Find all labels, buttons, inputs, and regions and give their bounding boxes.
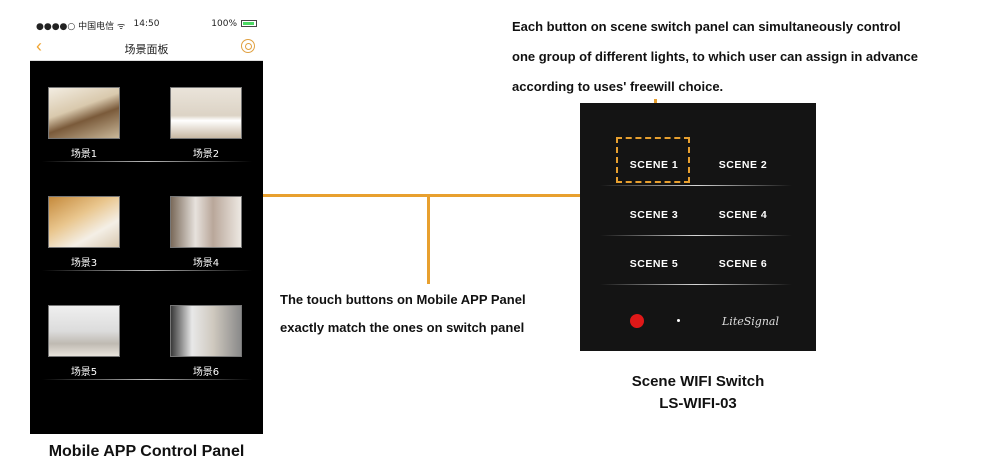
status-time: 14:50 bbox=[133, 19, 160, 29]
switch-divider bbox=[600, 284, 792, 285]
row-divider bbox=[42, 270, 252, 271]
scene-4-label: 场景4 bbox=[192, 258, 220, 269]
scene-2-label: 场景2 bbox=[192, 149, 220, 160]
scene-note-3: according to uses' freewill choice. bbox=[512, 79, 724, 94]
switch-divider bbox=[600, 235, 792, 236]
scene-4-image bbox=[170, 196, 242, 248]
match-annotation-1: The touch buttons on Mobile APP Panel bbox=[280, 292, 526, 307]
match-annotation-2: exactly match the ones on switch panel bbox=[280, 320, 525, 335]
page-title: 场景面板 bbox=[124, 43, 169, 56]
settings-icon[interactable] bbox=[241, 39, 255, 53]
switch-scene-4-button[interactable]: SCENE 4 bbox=[718, 209, 768, 221]
scene-1-label: 场景1 bbox=[70, 149, 98, 160]
scene1-highlight-box bbox=[616, 137, 690, 183]
switch-caption: Scene WIFI Switch LS-WIFI-03 bbox=[600, 371, 796, 415]
mobile-app-panel: ●●●●○ 中国电信 ᯤ 14:50 100% ‹ 场景面板 场景1 场景2 场… bbox=[30, 14, 263, 434]
scene-switch-panel: SCENE 1 SCENE 2 SCENE 3 SCENE 4 SCENE 5 … bbox=[580, 103, 816, 351]
status-bar: ●●●●○ 中国电信 ᯤ 14:50 100% bbox=[30, 14, 263, 34]
nav-bar: ‹ 场景面板 bbox=[30, 34, 263, 61]
scene-5-image bbox=[48, 305, 120, 357]
scene-1-image bbox=[48, 87, 120, 139]
switch-scene-5-button[interactable]: SCENE 5 bbox=[629, 258, 679, 270]
scene-note-2: one group of different lights, to which … bbox=[512, 49, 918, 64]
scene-3-label: 场景3 bbox=[70, 258, 98, 269]
switch-scene-1-button[interactable]: SCENE 1 bbox=[629, 159, 679, 171]
switch-scene-6-button[interactable]: SCENE 6 bbox=[718, 258, 768, 270]
scene-6-label: 场景6 bbox=[192, 367, 220, 378]
back-chevron-icon[interactable]: ‹ bbox=[36, 36, 42, 56]
scene-5-label: 场景5 bbox=[70, 367, 98, 378]
phone-caption: Mobile APP Control Panel bbox=[48, 443, 245, 460]
scene-note-1: Each button on scene switch panel can si… bbox=[512, 19, 901, 34]
carrier-signal: ●●●●○ 中国电信 ᯤ bbox=[36, 22, 126, 32]
battery-icon bbox=[241, 20, 257, 27]
scene-6-image bbox=[170, 305, 242, 357]
switch-scene-2-button[interactable]: SCENE 2 bbox=[718, 159, 768, 171]
row-divider bbox=[42, 379, 252, 380]
red-indicator-icon bbox=[630, 314, 644, 328]
brand-logo: LiteSignal bbox=[722, 315, 780, 328]
switch-scene-3-button[interactable]: SCENE 3 bbox=[629, 209, 679, 221]
connector-line bbox=[263, 194, 580, 197]
battery-percent: 100% bbox=[211, 19, 237, 29]
scene-2-image bbox=[170, 87, 242, 139]
switch-caption-title: Scene WIFI Switch bbox=[631, 373, 765, 390]
row-divider bbox=[42, 161, 252, 162]
scene-3-image bbox=[48, 196, 120, 248]
connector-drop-line bbox=[427, 194, 430, 284]
switch-divider bbox=[600, 185, 792, 186]
status-dot-icon bbox=[677, 319, 680, 322]
switch-caption-model: LS-WIFI-03 bbox=[659, 395, 737, 412]
